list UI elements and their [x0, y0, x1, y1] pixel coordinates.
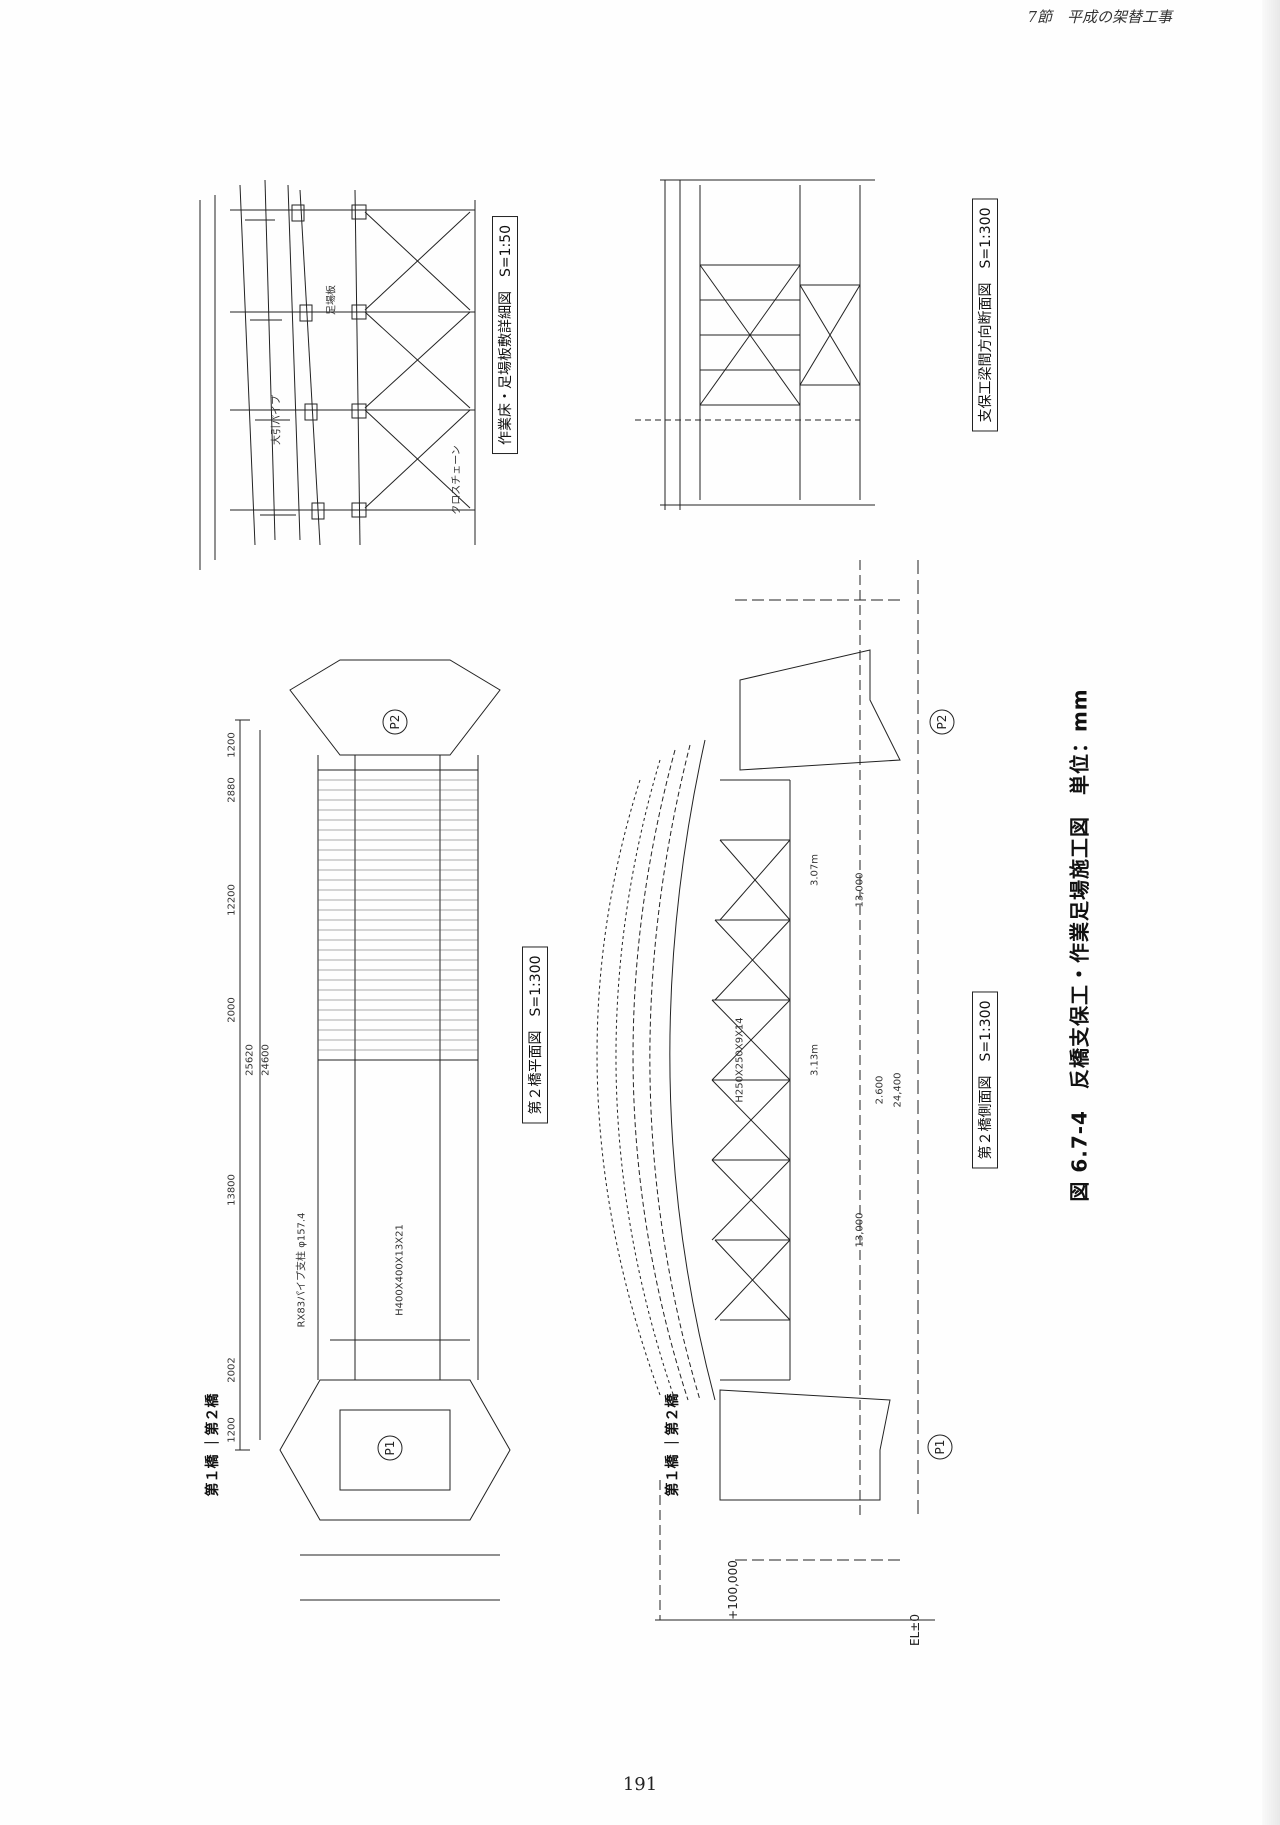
side-dim: 2.600 [874, 1075, 886, 1105]
transverse-drawing-title: 支保工梁間方向断面図 S=1:300 [972, 198, 998, 432]
plan-dim: 1200 [226, 732, 238, 758]
member-note: 足場板 [326, 285, 338, 315]
page-number: 191 [622, 1774, 658, 1795]
plan-deck-hatch [318, 779, 478, 1051]
running-header: 7節 平成の架替工事 [1027, 8, 1172, 26]
plan-dim: 24600 [260, 1044, 272, 1076]
el-zero-label: EL±0 [908, 1614, 922, 1646]
side-dim: 24,400 [892, 1072, 904, 1108]
plan-dim: 2000 [226, 997, 238, 1023]
transverse-section-drawing [635, 179, 875, 510]
plan-dim: 1200 [226, 1417, 238, 1443]
scaffold-detail-drawing [199, 179, 476, 570]
member-note: H250X250X9X14 [734, 1017, 746, 1103]
side-drawing-title: 第２橋側面図 S=1:300 [972, 991, 998, 1169]
side-view-drawing [596, 560, 955, 1621]
side-dim: 3.07m [809, 853, 821, 887]
plus100-label: +100,000 [726, 1560, 740, 1620]
side-bridge-label: 第１橋 ｜第２橋 [665, 1393, 681, 1497]
side-dim: 13,000 [854, 872, 866, 908]
member-note: クロスチェーン [451, 445, 463, 515]
side-dim: 13,000 [854, 1212, 866, 1248]
page-edge-shadow [1262, 0, 1280, 1825]
plan-dim: 13800 [226, 1174, 238, 1206]
plan-pier-p1: P1 [383, 1440, 397, 1456]
detail-drawing-title: 作業床・足場板敷詳細図 S=1:50 [492, 215, 518, 455]
member-note: RX83パイプ支柱 φ157.4 [296, 1212, 308, 1328]
plan-dim: 2880 [226, 777, 238, 803]
member-note: 大引パイプ [271, 395, 283, 445]
side-dim: 3.13m [809, 1043, 821, 1077]
figure-caption: 図 6.7-4 反橋支保工・作業足場施工図 単位：mm [1067, 688, 1092, 1202]
plan-view-drawing [235, 659, 511, 1601]
member-note: H400X400X13X21 [394, 1224, 406, 1316]
side-pier-p2: P2 [935, 714, 949, 730]
plan-dim: 2002 [226, 1357, 238, 1383]
side-pier-p1: P1 [933, 1439, 947, 1455]
plan-dim: 25620 [244, 1044, 256, 1076]
plan-drawing-title: 第２橋平面図 S=1:300 [522, 946, 548, 1124]
plan-bridge-label: 第１橋 ｜第２橋 [205, 1393, 221, 1497]
plan-pier-p2: P2 [388, 714, 402, 730]
plan-dim: 12200 [226, 884, 238, 916]
